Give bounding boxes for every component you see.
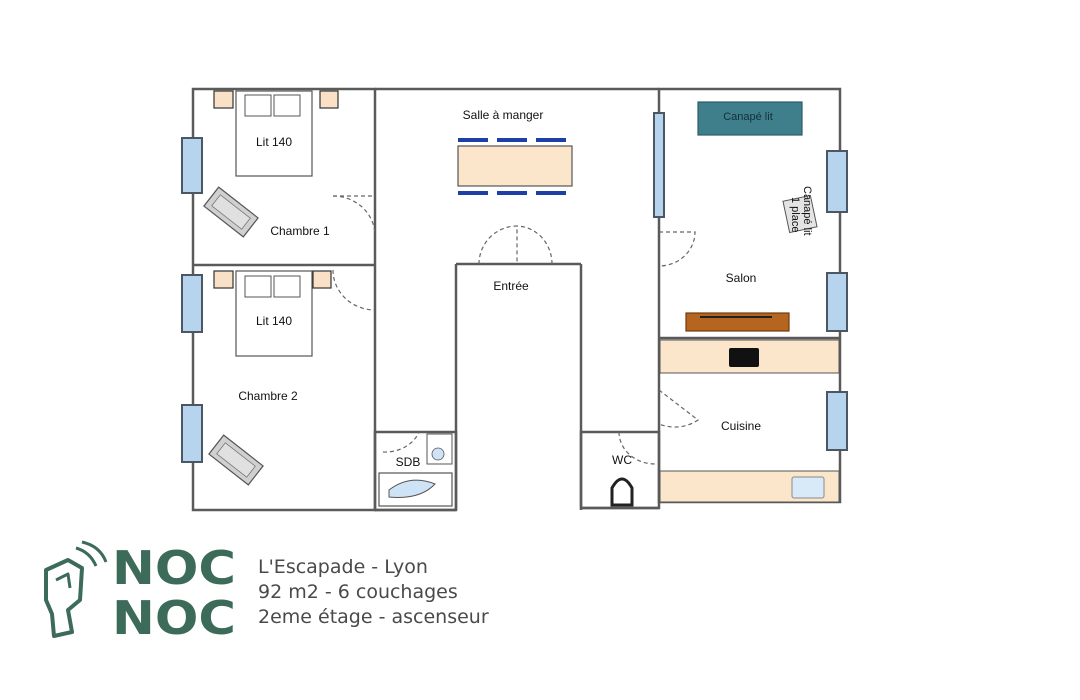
door-chambre2 (332, 269, 376, 311)
window-chambre2-top (181, 274, 203, 333)
nightstand-icon (213, 90, 234, 109)
caption-name: L'Escapade - Lyon (258, 556, 428, 578)
nightstand-icon (319, 90, 339, 109)
lounge-chair-icon (208, 434, 264, 486)
chair-icon (497, 191, 527, 195)
room-label-chambre2: Chambre 2 (238, 389, 298, 403)
toilet-icon (610, 477, 634, 507)
window-dining (653, 112, 665, 218)
pillow-icon (273, 94, 301, 117)
pillow-icon (244, 275, 272, 298)
sofa-bed (697, 101, 803, 136)
door-entree-right (516, 225, 553, 265)
pillow-icon (273, 275, 301, 298)
knocking-fist-icon (44, 540, 108, 638)
pillow-icon (244, 94, 272, 117)
chair-icon (536, 191, 566, 195)
nightstand-icon (213, 270, 234, 289)
room-label-sdb: SDB (396, 455, 421, 469)
door-salon (658, 231, 696, 267)
room-label-cuisine: Cuisine (721, 419, 761, 433)
room-label-entree: Entrée (493, 279, 529, 293)
room-label-wc: WC (612, 453, 632, 467)
door-cuisine (658, 389, 700, 428)
window-chambre1 (181, 137, 203, 194)
chair-icon (497, 138, 527, 142)
sofa-bed-label: Canapé lit (723, 111, 773, 123)
room-label-salle-a-manger: Salle à manger (463, 108, 544, 122)
bathroom: SDB (378, 433, 453, 507)
logo-line2: NOC (112, 591, 236, 640)
chair-icon (536, 138, 566, 142)
wc-room: WC (610, 453, 634, 507)
logo-line1: NOC (112, 541, 236, 595)
window-salon-bottom (826, 272, 848, 332)
nightstand-icon (312, 270, 332, 289)
single-sofa-shape (782, 194, 818, 234)
single-sofa-bed (782, 194, 818, 234)
caption-floor: 2eme étage - ascenseur (258, 606, 489, 628)
windows (181, 112, 848, 463)
bed-label-chambre2: Lit 140 (256, 314, 292, 328)
sink-icon (431, 447, 445, 461)
window-salon-top (826, 150, 848, 213)
caption-size: 92 m2 - 6 couchages (258, 581, 458, 603)
kitchen: Cuisine (659, 339, 840, 503)
living-outline (657, 87, 842, 504)
window-cuisine (826, 391, 848, 451)
salon: Canapé lit Canapé lit 1 place Salon (685, 101, 818, 332)
brand-logo: NOC NOC (44, 540, 236, 640)
chair-icon (458, 191, 488, 195)
door-sdb (382, 431, 420, 453)
cooktop-icon (729, 348, 759, 367)
door-chambre1 (332, 195, 376, 235)
bathtub-icon (388, 479, 436, 498)
chambre1-furniture: Lit 140 Chambre 1 (203, 90, 339, 238)
single-sofa-label-line2: 1 place (789, 197, 801, 232)
room-label-salon: Salon (726, 271, 757, 285)
lounge-chair-icon (203, 186, 259, 238)
room-label-chambre1: Chambre 1 (270, 224, 330, 238)
dining-area: Salle à manger (457, 108, 573, 195)
doors (332, 195, 700, 465)
kitchen-sink-icon (791, 476, 825, 499)
window-chambre2-bottom (181, 404, 203, 463)
chambre2-furniture: Lit 140 Chambre 2 (208, 270, 332, 486)
bed-label-chambre1: Lit 140 (256, 135, 292, 149)
chair-icon (458, 138, 488, 142)
door-entree-left (478, 225, 518, 265)
dining-table (457, 145, 573, 187)
single-sofa-label-line1: Canapé lit (801, 186, 813, 236)
tv-unit (685, 312, 790, 332)
